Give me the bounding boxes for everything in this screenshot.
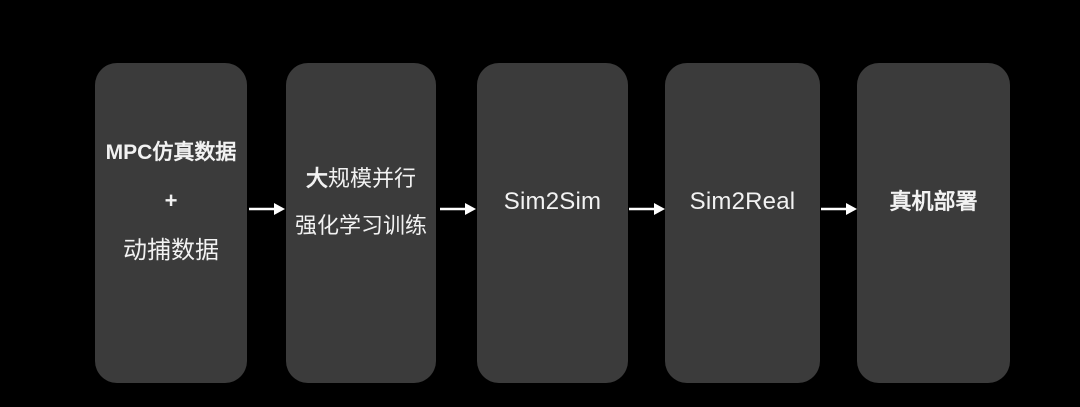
stage-box-sim2sim: Sim2Sim — [477, 63, 628, 383]
stage-box-sim2real: Sim2Real — [665, 63, 820, 383]
training-data-line-1: MPC仿真数据 — [105, 140, 237, 164]
arrow-right-icon — [821, 203, 857, 215]
rl-training-line-1-rest: 规模并行 — [328, 165, 417, 191]
arrow-right-icon — [249, 203, 285, 215]
sim2real-label: Sim2Real — [689, 188, 796, 215]
rl-training-line-1-lead: 大 — [305, 165, 328, 191]
stage-box-rl-training: 大规模并行 强化学习训练 — [286, 63, 436, 383]
plus-sign: + — [164, 187, 178, 213]
stage-box-training-data: MPC仿真数据 + 动捕数据 — [95, 63, 247, 383]
training-data-line-2: 动捕数据 — [123, 236, 219, 264]
stage-box-real-deployment: 真机部署 — [857, 63, 1010, 383]
real-deployment-label: 真机部署 — [889, 189, 978, 214]
arrow-right-icon — [629, 203, 665, 215]
rl-training-line-1: 大规模并行 — [305, 165, 417, 191]
sim2sim-label: Sim2Sim — [503, 188, 602, 215]
arrow-right-icon — [440, 203, 476, 215]
rl-training-line-2: 强化学习训练 — [294, 212, 427, 238]
